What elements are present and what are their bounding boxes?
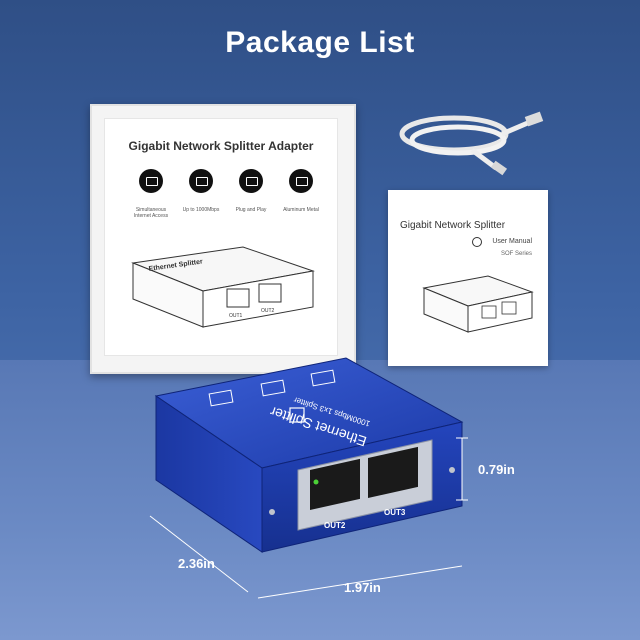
feature-item: Aluminum Metal <box>281 169 321 213</box>
feature-label: Aluminum Metal <box>283 207 319 213</box>
box-title: Gigabit Network Splitter Adapter <box>128 139 314 153</box>
box-port-label: OUT2 <box>261 308 275 314</box>
speed-icon <box>189 169 213 193</box>
box-port-label: OUT1 <box>229 313 243 319</box>
usb-cable <box>399 111 544 176</box>
manual-title: Gigabit Network Splitter <box>400 220 506 231</box>
feature-label: Simultaneous Internet Access <box>133 207 169 219</box>
depth-dimension: 2.36in <box>178 556 215 571</box>
feature-item: Up to 1000Mbps <box>181 169 221 213</box>
computer-icon <box>310 369 336 387</box>
page-title: Package List <box>225 26 415 59</box>
link-led <box>313 479 319 485</box>
computer-icon <box>208 389 234 407</box>
cube-icon <box>289 169 313 193</box>
port-label: OUT3 <box>384 508 406 517</box>
product-box-front: Gigabit Network Splitter Adapter Simulta… <box>104 118 338 356</box>
manual-series: SOF Series <box>500 251 532 257</box>
ethernet-port <box>310 458 360 510</box>
computer-icon <box>260 379 286 397</box>
feature-item: Simultaneous Internet Access <box>131 169 171 219</box>
feature-label: Plug and Play <box>235 207 267 213</box>
plug-icon <box>239 169 263 193</box>
product-box: Gigabit Network Splitter Adapter Simulta… <box>90 104 356 374</box>
feature-item: Plug and Play <box>231 169 271 213</box>
splitter-logo-icon <box>289 407 305 423</box>
height-dimension: 0.79in <box>478 462 515 477</box>
manual-subtitle: User Manual <box>492 238 532 245</box>
user-manual: Gigabit Network Splitter User Manual SOF… <box>388 190 548 366</box>
screw <box>449 467 455 473</box>
feature-label: Up to 1000Mbps <box>182 207 220 213</box>
monitor-icon <box>139 169 163 193</box>
manual-icon <box>472 237 482 247</box>
screw <box>269 509 275 515</box>
manual-device-illustration <box>422 275 534 333</box>
box-device-illustration: Ethernet Splitter OUT1 OUT2 <box>131 246 315 328</box>
width-dimension: 1.97in <box>344 580 381 595</box>
port-label: OUT2 <box>324 521 346 530</box>
ethernet-splitter-device: OUT2 OUT3 Ethernet Splitter 1000Mbps 1x3… <box>154 357 464 553</box>
ethernet-port <box>368 446 418 498</box>
